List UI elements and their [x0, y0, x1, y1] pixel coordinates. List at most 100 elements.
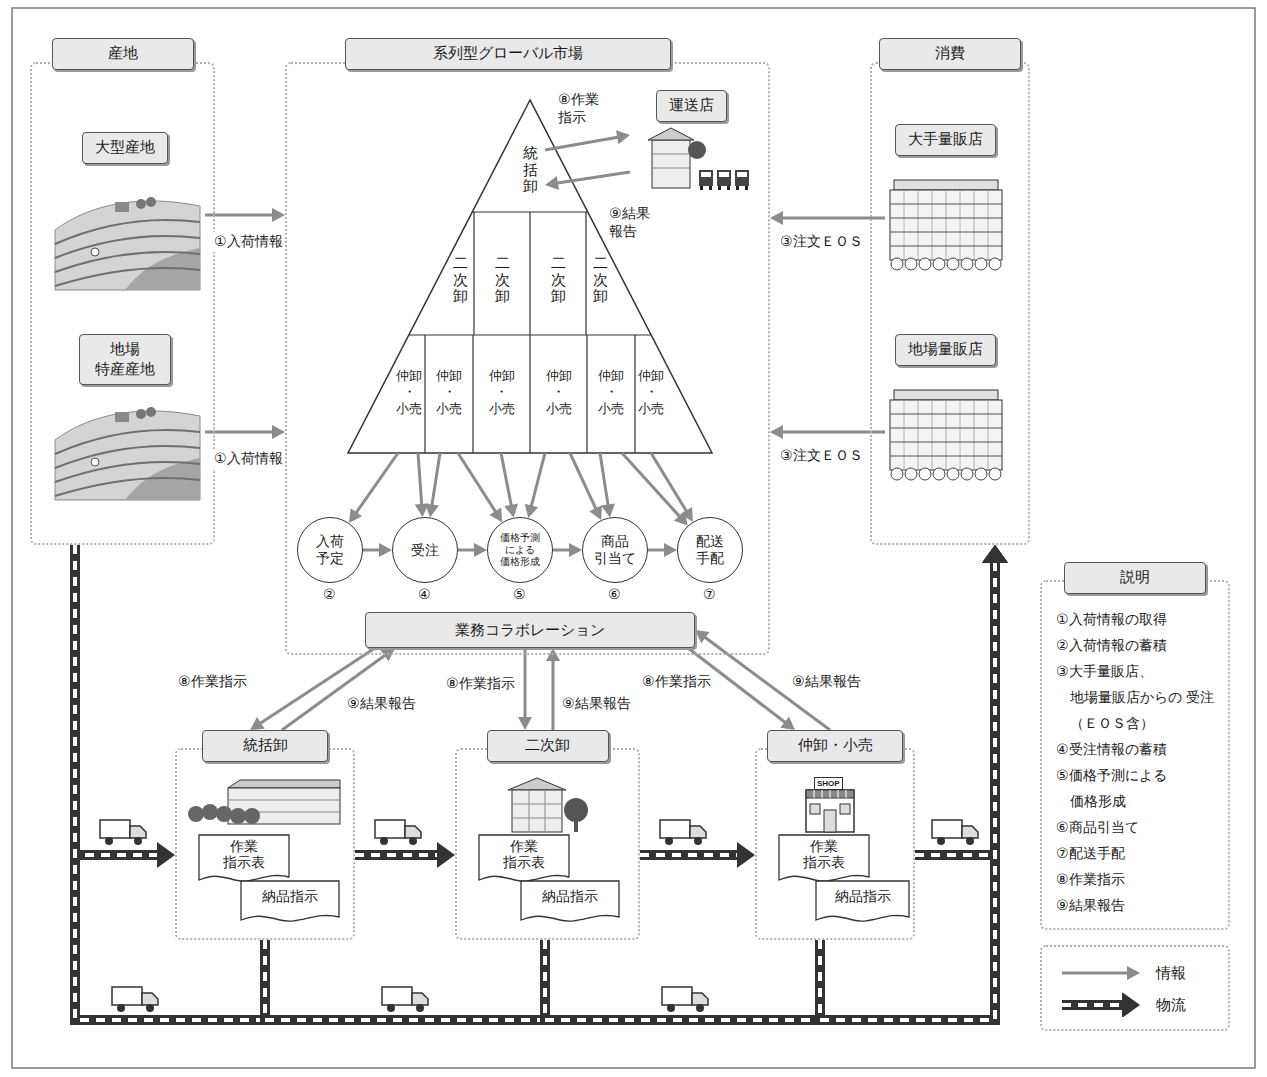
- key-item: ⑨結果報告: [1056, 892, 1218, 918]
- edge-label: ⑨結果報告: [790, 672, 863, 692]
- arrow-head: [664, 543, 677, 557]
- arrow-head: [770, 425, 783, 439]
- field-picture: [55, 197, 200, 290]
- info-line: [648, 549, 666, 552]
- pyramid-cell: 二次卸: [543, 240, 573, 320]
- key-item: ④受注情報の蓄積: [1056, 736, 1218, 762]
- flow-arrow: [640, 842, 755, 868]
- document-shape: [199, 835, 289, 881]
- process-circle: 入荷 予定: [297, 517, 363, 583]
- label-box: 地場 特産産地: [45, 330, 205, 495]
- truck-picture: [112, 987, 158, 1012]
- document-label: 作業 指示表: [500, 838, 548, 870]
- document-box: 作業 指示表: [778, 834, 870, 884]
- region-heading: 産地: [52, 38, 194, 70]
- process-circle: 配送 手配: [677, 517, 743, 583]
- carrier-picture: [648, 128, 749, 190]
- arrow-head: [525, 504, 539, 518]
- flow-line: [75, 545, 995, 1020]
- circle-label: 価格予測 による 価格形成: [497, 532, 543, 568]
- arrow-head: [157, 842, 175, 868]
- label-box-text: 大型産地: [82, 132, 168, 164]
- office-picture: [508, 778, 588, 832]
- key-items: ①入荷情報の取得②入荷情報の蓄積③大手量販店、 地場量販店からの 受注（ＥＯＳ含…: [1040, 562, 1230, 930]
- flow-line-dash: [640, 853, 740, 857]
- arrow-head: [982, 545, 1008, 563]
- vertical-label: 統括卸: [523, 145, 538, 195]
- legend-row: 物流: [1060, 989, 1228, 1021]
- edge-label: ③注文ＥＯＳ: [778, 232, 865, 252]
- info-arrow: [570, 453, 602, 520]
- shop-picture: [806, 790, 854, 832]
- arrow-head: [616, 130, 630, 144]
- info-line: [458, 549, 476, 552]
- legend-sample: [1060, 961, 1144, 985]
- info-line: [205, 431, 274, 434]
- document-label: 納品指示: [262, 888, 318, 904]
- arrow-head: [1122, 993, 1140, 1017]
- info-arrow: [363, 543, 392, 557]
- info-arrow: [205, 208, 285, 222]
- info-arrow: [518, 648, 532, 730]
- process-circle: 受注: [392, 517, 458, 583]
- info-line: [531, 453, 545, 507]
- arrow-head: [982, 545, 1008, 563]
- info-arrow: [553, 543, 582, 557]
- key-item: ⑤価格予測による 価格形成: [1056, 762, 1218, 814]
- pyramid-dividers: [409, 212, 651, 453]
- info-arrow: [770, 425, 885, 439]
- circle-label: 受注: [403, 542, 447, 559]
- edge-label: ⑧作業指示: [640, 672, 713, 692]
- flow-line-dash: [1062, 1003, 1125, 1007]
- building-picture: [890, 390, 1002, 480]
- info-arrow: [501, 453, 518, 518]
- edge-label: ③注文ＥＯＳ: [778, 446, 865, 466]
- region-heading: 説明: [1064, 562, 1206, 594]
- pyramid-cell: 二次卸: [445, 240, 475, 320]
- info-line: [545, 137, 619, 150]
- vertical-label: 二次卸: [593, 255, 608, 305]
- region-box: 系列型グローバル市場統括卸二次卸二次卸二次卸二次卸仲卸 ・ 小売仲卸 ・ 小売仲…: [285, 38, 770, 655]
- label-box: 運送店: [630, 86, 752, 200]
- edge-label: ⑨結果報告: [560, 694, 633, 714]
- info-arrow: [458, 543, 487, 557]
- document-shape: [816, 881, 909, 921]
- info-arrow: [651, 453, 693, 522]
- key-item: ⑥商品引当て: [1056, 814, 1218, 840]
- document-box: 納品指示: [240, 880, 340, 924]
- pyramid-outline: [348, 100, 712, 453]
- info-arrow: [458, 453, 502, 522]
- info-line: [600, 453, 608, 506]
- arrow-head: [601, 503, 615, 517]
- callout-number: ⑤: [513, 586, 526, 603]
- pyramid-cell: 仲卸 ・ 小売: [427, 368, 471, 453]
- flow-arrow: [265, 545, 1008, 1020]
- info-line: [418, 453, 422, 506]
- circle-label: 配送 手配: [688, 533, 732, 567]
- cell-label: 仲卸 ・ 小売: [435, 368, 464, 417]
- info-arrow: [770, 211, 885, 225]
- region-heading: 統括卸: [202, 730, 328, 762]
- arrow-head: [272, 425, 285, 439]
- flow-line: [265, 560, 995, 1020]
- legend-row: 情報: [1060, 957, 1228, 989]
- legend-box: 情報物流: [1040, 945, 1230, 1031]
- edge-label: ⑨結果 報告: [607, 204, 661, 241]
- arrow-head: [504, 504, 518, 518]
- key-item: ①入荷情報の取得: [1056, 606, 1218, 632]
- document-box: 作業 指示表: [198, 834, 290, 884]
- document-label: 納品指示: [835, 888, 891, 904]
- info-line: [458, 453, 496, 513]
- info-arrow: [622, 453, 688, 526]
- legend-text: 情報: [1156, 964, 1186, 983]
- document-shape: [241, 881, 339, 921]
- flow-arrow: [355, 842, 455, 868]
- pyramid-cell: 二次卸: [487, 240, 517, 320]
- flow-line-dash: [820, 560, 995, 1020]
- label-box-text: 運送店: [656, 90, 727, 122]
- arrow-head: [982, 545, 1008, 563]
- callout-number: ⑦: [703, 586, 716, 603]
- band-label: 業務コラボレーション: [455, 621, 605, 640]
- info-line: [205, 214, 274, 217]
